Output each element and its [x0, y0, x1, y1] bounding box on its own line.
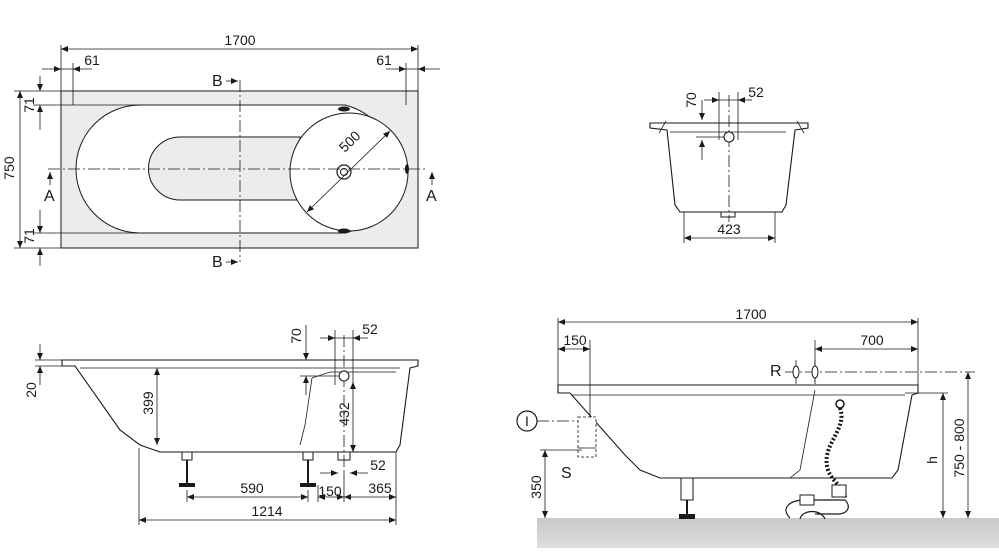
tub-side-section — [61, 359, 419, 453]
install-length-label: 1700 — [735, 306, 766, 322]
foot-right-icon — [300, 483, 316, 487]
drain-icon — [336, 164, 352, 180]
floor — [537, 518, 999, 548]
drain-depth-label: 432 — [336, 402, 352, 426]
section-b-bottom-label: B — [212, 254, 223, 271]
install-view: 1700 150 700 R I S 350 h 750 - — [516, 306, 999, 548]
bottom-margin-label: 71 — [21, 228, 37, 244]
cs-bottom-width-label: 423 — [717, 221, 741, 237]
left-offset-label: 61 — [84, 52, 100, 68]
outlet-offset-label: 52 — [370, 457, 386, 473]
tub-bottom-top — [148, 136, 301, 201]
side-drain-from-rim-label: 70 — [288, 328, 304, 344]
section-a-left-label: A — [44, 188, 55, 205]
side-section-view: 20 399 70 52 432 52 590 150 365 — [23, 321, 419, 525]
foot-to-end-label: 365 — [368, 480, 392, 496]
cs-drain-offset-label: 52 — [748, 84, 764, 100]
section-a-right-label: A — [426, 188, 437, 205]
section-b-top-label: B — [212, 73, 223, 90]
top-view: 500 1700 61 61 750 71 — [1, 32, 440, 271]
inner-depth-label: 399 — [140, 391, 156, 415]
width-label: 750 — [1, 156, 17, 180]
cs-drain-from-rim-label: 70 — [683, 92, 699, 108]
side-drain-offset-label: 52 — [362, 321, 378, 337]
cross-section-view: 70 52 423 — [649, 84, 809, 243]
label-s: S — [561, 465, 572, 482]
install-height-label: 750 - 800 — [951, 418, 967, 477]
tub-install-section — [557, 384, 919, 479]
foot-gap-label: 150 — [318, 483, 342, 499]
overflow-icon — [723, 131, 735, 143]
inlet-offset-label: 150 — [563, 332, 587, 348]
overflow-offset-label: 700 — [860, 332, 884, 348]
install-foot-icon — [679, 514, 695, 519]
height-label: h — [924, 456, 940, 464]
floor-height-label: 350 — [528, 475, 544, 499]
length-label: 1700 — [224, 32, 255, 48]
right-offset-label: 61 — [376, 52, 392, 68]
top-margin-label: 71 — [21, 97, 37, 113]
side-overflow-icon — [338, 370, 350, 382]
rim-height-label: 20 — [23, 382, 39, 398]
trap-icon — [785, 499, 849, 519]
label-i: I — [525, 413, 529, 429]
total-base-label: 1214 — [251, 503, 282, 519]
label-r: R — [770, 363, 782, 380]
inlet-box-icon — [577, 416, 597, 458]
foot-spacing-label: 590 — [240, 480, 264, 496]
foot-left-icon — [179, 483, 195, 487]
